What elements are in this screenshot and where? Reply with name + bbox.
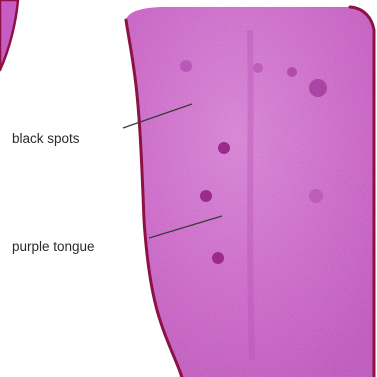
spot	[287, 67, 297, 77]
spot	[200, 190, 212, 202]
neighbor-tongue-edge	[0, 0, 18, 70]
purple-tongue-label: purple tongue	[12, 239, 95, 254]
tongue-texture	[120, 0, 377, 377]
spot	[309, 79, 327, 97]
spot	[253, 63, 263, 73]
spot	[212, 252, 224, 264]
tongue	[120, 0, 377, 377]
spot	[218, 142, 230, 154]
spot	[309, 189, 323, 203]
spot	[180, 60, 192, 72]
black-spots-label: black spots	[12, 131, 80, 146]
